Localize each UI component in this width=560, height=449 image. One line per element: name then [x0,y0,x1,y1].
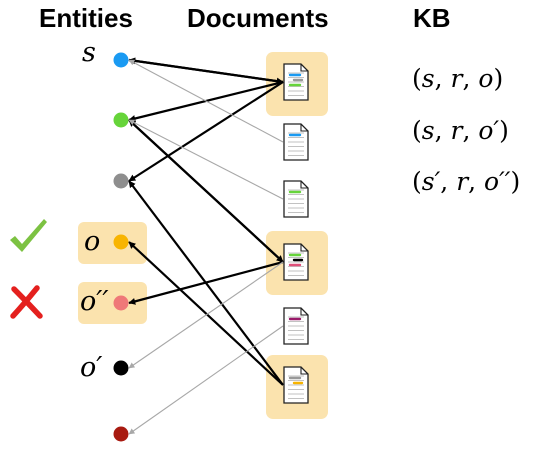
edge-s-to-d1 [128,58,284,85]
entity-highlight-o [78,222,147,264]
document-icon-d1 [283,63,309,101]
checkmark-icon [10,219,47,252]
entity-label-s: s [82,37,96,68]
entity-node-e7 [113,426,129,442]
document-layer [283,63,309,404]
kb-triple-3: (s′, r, o′′) [412,167,521,196]
entities-header: Entities [39,3,133,33]
entity-node-o_prime [113,360,129,376]
entity-node-e2 [113,112,129,128]
document-icon-d3 [283,180,309,218]
edge-d6-to-o [128,241,284,386]
entity-label-o-prime: o′ [80,352,103,383]
edge-d6-to-e3 [128,180,284,386]
edge-d3-to-e2 [128,119,284,200]
document-icon-d5 [283,307,309,345]
edge-d5-to-e7 [128,325,284,435]
document-icon-d2 [283,123,309,161]
edge-d4-to-o_prime [128,261,284,369]
document-icon-d4 [283,243,309,281]
entity-label-o-double-prime: o′′ [80,286,109,317]
entity-node-layer [113,52,129,442]
edge-d2-to-s [128,59,284,143]
entity-node-e3 [113,173,129,189]
edge-d1-to-e3 [128,81,284,182]
kb-triple-1: (s, r, o) [412,64,504,93]
cross-icon [10,285,43,319]
documents-header: Documents [187,3,329,33]
status-mark-layer [10,219,47,319]
kb-header: KB [413,3,451,33]
document-icon-d6 [283,366,309,404]
entity-node-o_double_prime [113,295,129,311]
entity-node-s [113,52,129,68]
kb-triple-2: (s, r, o′) [412,116,509,145]
entity-highlight-o_double_prime [78,282,147,324]
edge-layer [128,57,284,435]
entity-node-o [113,234,129,250]
entity-label-o: o [84,226,101,257]
edge-e2-to-d4 [128,119,284,263]
